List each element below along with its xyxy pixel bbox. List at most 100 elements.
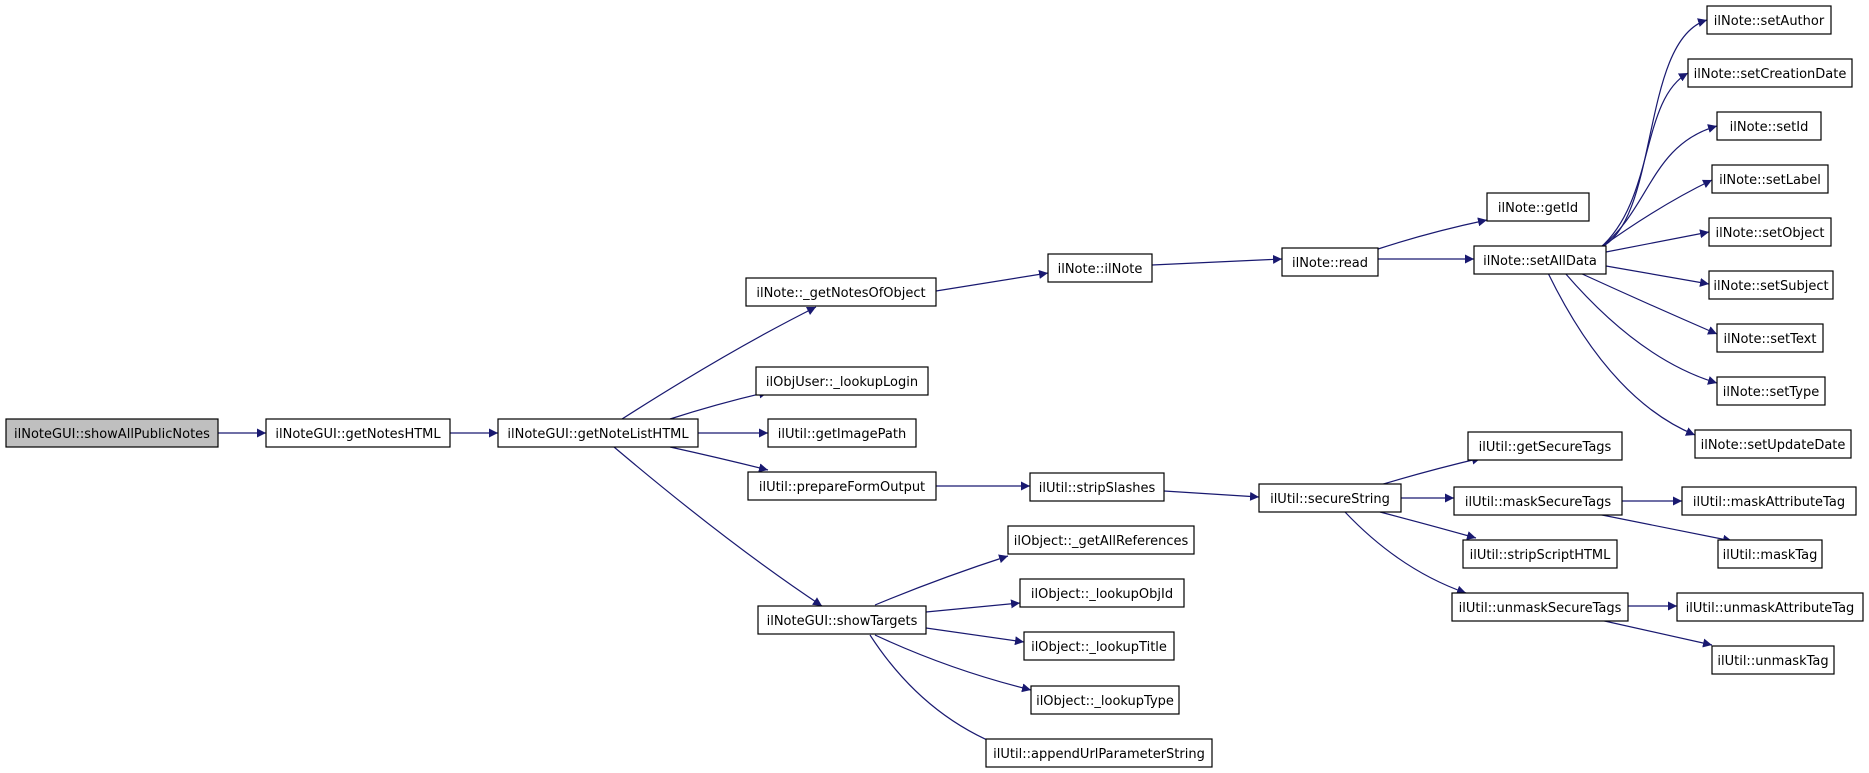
edge-setAllData-setAuthor: [1599, 18, 1708, 249]
node-label: ilNote::getId: [1498, 201, 1578, 216]
edge-secureString-unmaskSecureTags: [1344, 511, 1467, 595]
node-label: ilUtil::maskSecureTags: [1465, 495, 1611, 510]
node-label: ilUtil::unmaskTag: [1717, 654, 1828, 669]
node-label: ilNote::setAuthor: [1714, 14, 1825, 29]
edge-showTargets-lookupTitle: [925, 627, 1025, 646]
node-label: ilNoteGUI::getNotesHTML: [275, 427, 441, 442]
node-maskTag[interactable]: ilUtil::maskTag: [1717, 539, 1823, 569]
edge-maskSecureTags-maskTag: [1591, 512, 1733, 544]
node-getAllReferences[interactable]: ilObject::_getAllReferences: [1007, 525, 1195, 555]
edge-setAllData-setUpdateDate: [1547, 272, 1696, 436]
node-label: ilObject::_lookupTitle: [1031, 640, 1167, 655]
node-label: ilObject::_lookupType: [1036, 694, 1174, 709]
node-unmaskSecureTags[interactable]: ilUtil::unmaskSecureTags: [1451, 592, 1629, 622]
node-label: ilNote::read: [1292, 256, 1368, 271]
node-setLabel[interactable]: ilNote::setLabel: [1711, 164, 1829, 194]
edge-setAllData-setObject: [1605, 229, 1710, 253]
node-setUpdateDate[interactable]: ilNote::setUpdateDate: [1694, 429, 1852, 459]
node-lookupTitle[interactable]: ilObject::_lookupTitle: [1023, 631, 1175, 661]
edge-showTargets-getAllReferences: [874, 554, 1009, 606]
edge-unmaskSecureTags-unmaskTag: [1599, 619, 1713, 648]
node-lookupType[interactable]: ilObject::_lookupType: [1030, 685, 1180, 715]
node-label: ilNote::setLabel: [1719, 173, 1821, 188]
node-stripSlashes[interactable]: ilUtil::stripSlashes: [1029, 472, 1165, 502]
node-unmaskAttributeTag[interactable]: ilUtil::unmaskAttributeTag: [1676, 592, 1864, 622]
node-label: ilNote::ilNote: [1058, 262, 1143, 277]
node-getId[interactable]: ilNote::getId: [1486, 192, 1590, 222]
node-setObject[interactable]: ilNote::setObject: [1708, 217, 1832, 247]
edge-secureString-stripScriptHTML: [1379, 511, 1477, 540]
node-label: ilNote::setId: [1730, 120, 1809, 135]
edges-layer: [218, 18, 1733, 752]
edge-getNotesOfObject-ilNote: [935, 269, 1049, 292]
node-label: ilUtil::unmaskAttributeTag: [1686, 601, 1855, 616]
node-maskSecureTags[interactable]: ilUtil::maskSecureTags: [1453, 486, 1623, 516]
node-setType[interactable]: ilNote::setType: [1716, 376, 1826, 406]
node-setText[interactable]: ilNote::setText: [1716, 323, 1824, 353]
node-label: ilUtil::maskTag: [1723, 548, 1818, 563]
node-label: ilUtil::stripSlashes: [1039, 481, 1156, 496]
node-secureString[interactable]: ilUtil::secureString: [1258, 483, 1402, 513]
node-label: ilUtil::getImagePath: [778, 427, 906, 442]
edge-stripSlashes-secureString: [1163, 490, 1260, 501]
edge-setAllData-setText: [1579, 272, 1718, 335]
edge-setAllData-setCreationDate: [1599, 72, 1689, 249]
node-label: ilNote::setCreationDate: [1694, 67, 1847, 82]
node-label: ilNote::setObject: [1716, 226, 1825, 241]
node-label: ilNote::setText: [1724, 332, 1817, 347]
edge-showTargets-lookupObjId: [925, 599, 1021, 613]
node-label: ilUtil::getSecureTags: [1479, 440, 1612, 455]
node-getNotesHTML[interactable]: ilNoteGUI::getNotesHTML: [265, 418, 451, 448]
nodes-layer: ilNoteGUI::showAllPublicNotes ilNoteGUI:…: [5, 5, 1864, 768]
node-label: ilObjUser::_lookupLogin: [766, 375, 918, 390]
node-read[interactable]: ilNote::read: [1281, 247, 1379, 277]
node-lookupObjId[interactable]: ilObject::_lookupObjId: [1019, 578, 1185, 608]
node-label: ilNote::setAllData: [1483, 254, 1597, 269]
edge-showTargets-lookupType: [874, 634, 1032, 693]
edge-getNoteListHTML-lookupLogin: [669, 389, 769, 420]
edge-getNoteListHTML-getNotesOfObject: [621, 306, 817, 420]
node-label: ilNote::setType: [1723, 385, 1819, 400]
node-label: ilObject::_lookupObjId: [1031, 587, 1173, 602]
node-label: ilUtil::unmaskSecureTags: [1459, 601, 1622, 616]
node-getSecureTags[interactable]: ilUtil::getSecureTags: [1467, 431, 1623, 461]
edge-secureString-getSecureTags: [1379, 455, 1482, 486]
edge-getNoteListHTML-prepareFormOutput: [669, 446, 769, 473]
node-getNotesOfObject[interactable]: ilNote::_getNotesOfObject: [745, 277, 937, 307]
edge-ilNote-read: [1151, 254, 1283, 266]
node-setSubject[interactable]: ilNote::setSubject: [1708, 270, 1834, 300]
node-maskAttributeTag[interactable]: ilUtil::maskAttributeTag: [1681, 486, 1857, 516]
node-setCreationDate[interactable]: ilNote::setCreationDate: [1687, 58, 1853, 88]
node-appendUrlParameterString[interactable]: ilUtil::appendUrlParameterString: [985, 738, 1213, 768]
node-label: ilNoteGUI::showAllPublicNotes: [14, 427, 210, 442]
node-label: ilNote::setUpdateDate: [1701, 438, 1846, 453]
edge-getNoteListHTML-showTargets: [613, 446, 823, 607]
node-label: ilUtil::secureString: [1270, 492, 1390, 507]
node-getImagePath[interactable]: ilUtil::getImagePath: [767, 418, 917, 448]
edge-setAllData-setLabel: [1599, 179, 1713, 249]
node-label: ilUtil::appendUrlParameterString: [993, 747, 1205, 762]
node-prepareFormOutput[interactable]: ilUtil::prepareFormOutput: [747, 471, 937, 501]
node-label: ilNoteGUI::getNoteListHTML: [507, 427, 689, 442]
node-label: ilNoteGUI::showTargets: [767, 614, 918, 629]
node-label: ilUtil::prepareFormOutput: [759, 480, 925, 495]
node-ilNote[interactable]: ilNote::ilNote: [1047, 253, 1153, 283]
node-label: ilNote::_getNotesOfObject: [756, 286, 925, 301]
edge-setAllData-setType: [1564, 272, 1718, 385]
node-unmaskTag[interactable]: ilUtil::unmaskTag: [1711, 645, 1835, 675]
node-stripScriptHTML[interactable]: ilUtil::stripScriptHTML: [1462, 539, 1618, 569]
node-lookupLogin[interactable]: ilObjUser::_lookupLogin: [755, 366, 929, 396]
edge-read-getId: [1377, 217, 1488, 250]
node-label: ilNote::setSubject: [1713, 279, 1828, 294]
node-showTargets[interactable]: ilNoteGUI::showTargets: [757, 605, 927, 635]
node-setAuthor[interactable]: ilNote::setAuthor: [1706, 5, 1832, 35]
node-setAllData[interactable]: ilNote::setAllData: [1473, 245, 1607, 275]
node-getNoteListHTML[interactable]: ilNoteGUI::getNoteListHTML: [497, 418, 699, 448]
node-showAllPublicNotes[interactable]: ilNoteGUI::showAllPublicNotes: [5, 418, 219, 448]
node-label: ilUtil::stripScriptHTML: [1470, 548, 1612, 563]
edge-setAllData-setSubject: [1605, 265, 1710, 287]
node-label: ilUtil::maskAttributeTag: [1693, 495, 1845, 510]
node-label: ilObject::_getAllReferences: [1014, 534, 1189, 549]
node-setId[interactable]: ilNote::setId: [1716, 111, 1822, 141]
